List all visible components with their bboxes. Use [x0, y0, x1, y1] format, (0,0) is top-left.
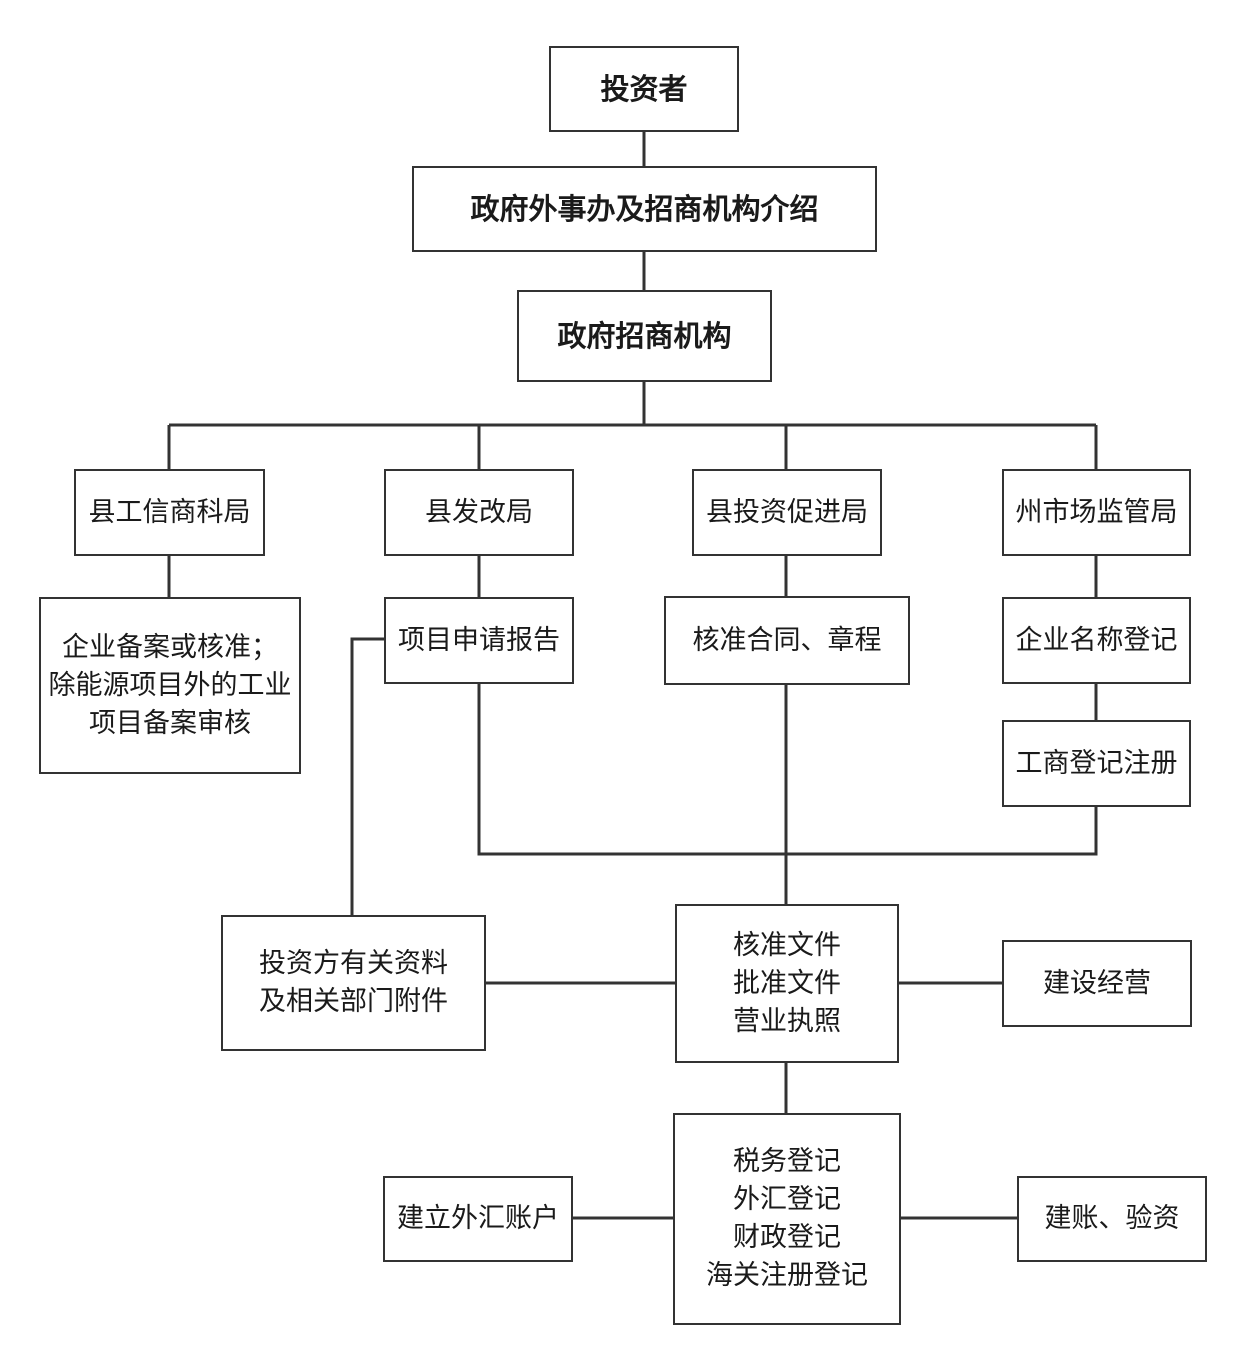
box-registrations: 税务登记 外汇登记 财政登记 海关注册登记 [673, 1113, 901, 1325]
box-investment-promotion: 县投资促进局 [692, 469, 882, 556]
box-approval-documents: 核准文件 批准文件 营业执照 [675, 904, 899, 1063]
box-market-supervision: 州市场监管局 [1002, 469, 1191, 556]
connector-report-investor-docs [350, 637, 385, 916]
box-investment-agency: 政府招商机构 [517, 290, 772, 382]
box-foreign-affairs: 政府外事办及招商机构介绍 [412, 166, 877, 252]
box-industry-bureau: 县工信商科局 [74, 469, 265, 556]
box-forex-account: 建立外汇账户 [383, 1176, 573, 1262]
box-construction: 建设经营 [1002, 940, 1192, 1027]
box-accounting: 建账、验资 [1017, 1176, 1207, 1262]
box-business-registration: 工商登记注册 [1002, 720, 1191, 807]
box-development-reform: 县发改局 [384, 469, 574, 556]
box-industry-tasks: 企业备案或核准； 除能源项目外的工业 项目备案审核 [39, 597, 301, 774]
box-name-registration: 企业名称登记 [1002, 597, 1191, 684]
box-investor-documents: 投资方有关资料 及相关部门附件 [221, 915, 486, 1051]
box-investor: 投资者 [549, 46, 739, 132]
box-contract-approval: 核准合同、章程 [664, 596, 910, 685]
box-project-report: 项目申请报告 [384, 597, 574, 684]
